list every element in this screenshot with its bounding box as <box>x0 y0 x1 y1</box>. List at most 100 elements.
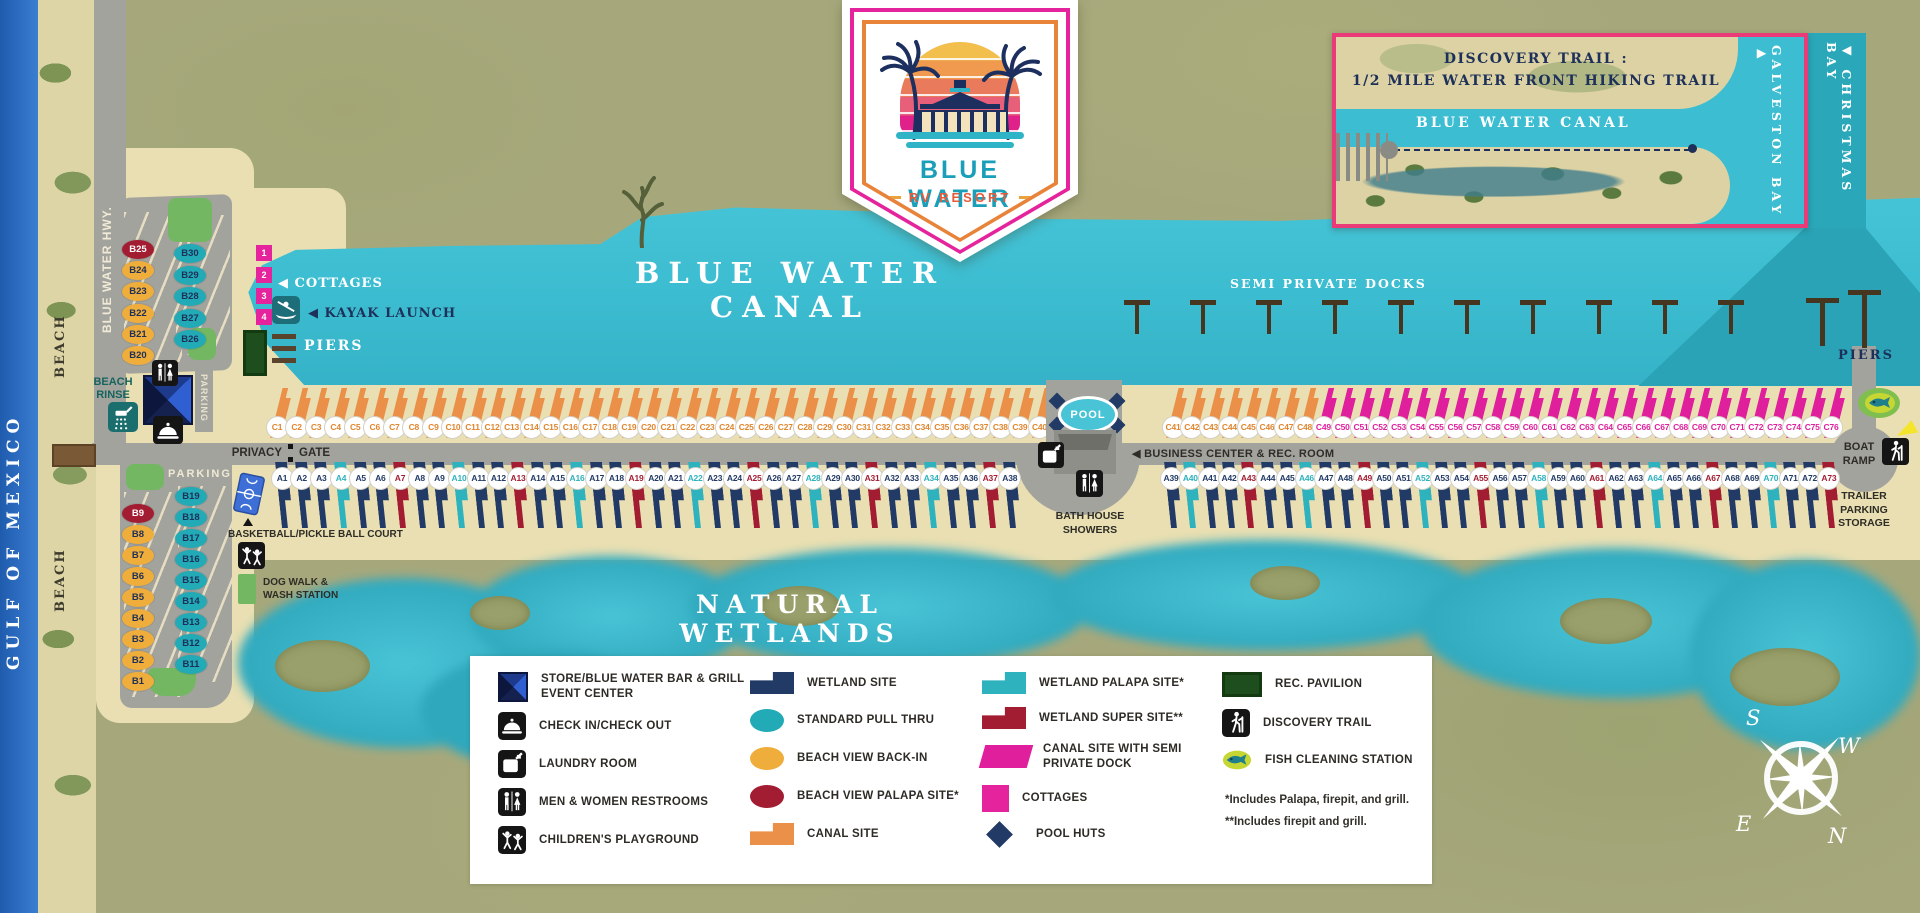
legend-swatch-oval-teal <box>750 709 784 732</box>
dog-walk-label: DOG WALK & WASH STATION <box>263 577 339 601</box>
site-B19: B19 <box>175 487 207 506</box>
site-B22: B22 <box>122 303 154 323</box>
legend-label: CHECK IN/CHECK OUT <box>539 719 672 732</box>
legend-item: BEACH VIEW BACK-IN <box>750 747 980 770</box>
site-C47: C47 <box>1274 415 1298 439</box>
pool: POOL <box>1058 396 1118 433</box>
compass-w: W <box>1838 734 1860 758</box>
site-A20: A20 <box>644 466 668 490</box>
kayak-launch-icon <box>272 296 300 324</box>
semi-private-dock <box>1201 302 1205 334</box>
site-B9: B9 <box>122 504 154 523</box>
discovery-trail-hiker-icon <box>1882 438 1909 465</box>
legend-swatch-flag-red <box>982 707 1026 729</box>
semi-private-dock <box>1454 300 1480 305</box>
gate-post <box>288 444 293 449</box>
site-A61: A61 <box>1585 466 1609 490</box>
site-A70: A70 <box>1759 466 1783 490</box>
semi-private-dock <box>1597 302 1601 334</box>
legend-label: COTTAGES <box>1022 791 1088 804</box>
wetland-island <box>1250 566 1320 600</box>
site-B23: B23 <box>122 282 154 302</box>
site-A4: A4 <box>329 466 353 490</box>
legend-item: REC. PAVILION <box>1222 672 1422 697</box>
rec-pavilion <box>243 330 267 376</box>
site-C41: C41 <box>1161 415 1185 439</box>
bell-icon <box>498 712 526 740</box>
tree-crack-decoration <box>622 176 664 248</box>
natural-wetlands-title: NATURAL WETLANDS <box>679 590 901 648</box>
legend-item: CANAL SITE WITH SEMI PRIVATE DOCK <box>978 742 1222 772</box>
gate-label: GATE <box>299 447 331 459</box>
site-B14: B14 <box>175 592 207 611</box>
cottages-label: ◀ COTTAGES <box>278 276 383 291</box>
cottage-4: 4 <box>256 309 272 325</box>
semi-private-dock <box>1124 300 1150 305</box>
semi-private-dock <box>1322 300 1348 305</box>
site-B3: B3 <box>122 630 154 649</box>
legend-item: WETLAND PALAPA SITE* <box>982 672 1222 694</box>
logo-building <box>910 80 1010 134</box>
semi-private-dock <box>1190 300 1216 305</box>
legend-item: STORE/BLUE WATER BAR & GRILL EVENT CENTE… <box>498 672 748 702</box>
fish-icon <box>1222 749 1252 771</box>
legend-item: STANDARD PULL THRU <box>750 709 980 732</box>
site-B1: B1 <box>122 672 154 691</box>
beach-label-upper: BEACH <box>53 314 68 378</box>
logo-wave <box>906 142 1014 148</box>
legend-label: LAUNDRY ROOM <box>539 757 638 770</box>
site-A35: A35 <box>939 466 963 490</box>
site-A12: A12 <box>486 466 510 490</box>
main-road <box>92 443 1860 465</box>
basketball-court-icon <box>232 472 266 517</box>
site-C59: C59 <box>1499 415 1523 439</box>
restrooms-icon <box>152 360 178 386</box>
playground-icon <box>498 826 526 854</box>
playground-icon <box>238 542 265 569</box>
site-A10: A10 <box>447 466 471 490</box>
pavilion-swatch <box>1222 672 1262 697</box>
site-C11: C11 <box>461 415 484 439</box>
semi-private-dock <box>1520 300 1546 305</box>
gate-post <box>288 457 293 462</box>
site-C76: C76 <box>1819 415 1843 439</box>
inset-canal-label: BLUE WATER CANAL <box>1416 115 1631 131</box>
site-B8: B8 <box>122 525 154 544</box>
site-A67: A67 <box>1701 466 1725 490</box>
parking-lower-label: PARKING <box>168 468 232 480</box>
site-C16: C16 <box>558 415 582 439</box>
site-A33: A33 <box>899 466 923 490</box>
beach-rinse-label: BEACH RINSE <box>93 376 133 402</box>
legend-item: POOL HUTS <box>982 820 1222 848</box>
site-B18: B18 <box>175 508 207 527</box>
legend-item: DISCOVERY TRAIL <box>1222 709 1422 737</box>
site-B5: B5 <box>122 588 154 607</box>
site-A54: A54 <box>1449 466 1473 490</box>
privacy-label: PRIVACY <box>231 447 282 459</box>
legend-swatch-para-pink <box>978 745 1034 769</box>
fish-cleaning-icon <box>1864 392 1896 414</box>
legend-label: DISCOVERY TRAIL <box>1263 716 1372 729</box>
site-B11: B11 <box>175 655 207 674</box>
discovery-trail-inset: DISCOVERY TRAIL : 1/2 MILE WATER FRONT H… <box>1332 33 1808 228</box>
canal-title: BLUE WATER CANAL <box>634 256 946 324</box>
semi-private-dock <box>1388 300 1414 305</box>
washer-icon <box>498 750 526 778</box>
site-C63: C63 <box>1575 415 1599 439</box>
pier-structure <box>1806 298 1839 303</box>
legend-item: WETLAND SITE <box>750 672 980 694</box>
semi-private-dock <box>1718 300 1744 305</box>
inset-land-top <box>1336 37 1738 109</box>
semi-private-dock <box>1267 302 1271 334</box>
semi-private-dock <box>1399 302 1403 334</box>
site-A2: A2 <box>290 466 314 490</box>
wetland-island <box>760 586 840 626</box>
kayak-launch-label: ◀ KAYAK LAUNCH <box>308 306 457 321</box>
cottage-3: 3 <box>256 288 272 304</box>
compass-s: S <box>1746 706 1761 730</box>
hiker-icon <box>1222 709 1250 737</box>
site-C34: C34 <box>910 415 934 439</box>
business-center-building <box>1054 430 1116 474</box>
site-B7: B7 <box>122 546 154 565</box>
